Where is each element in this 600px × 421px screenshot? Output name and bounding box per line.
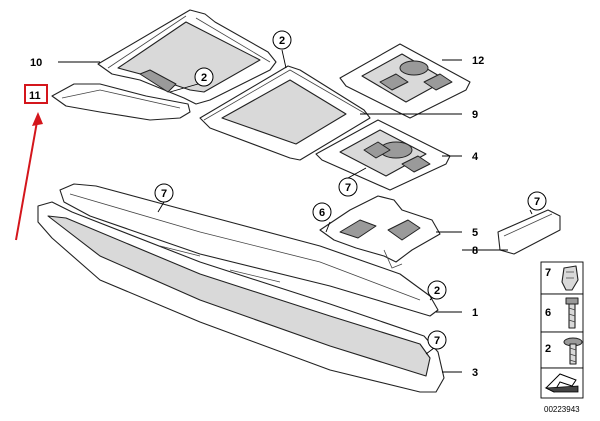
label-10: 10 (30, 57, 42, 69)
svg-text:2: 2 (279, 35, 285, 47)
svg-text:2: 2 (434, 285, 440, 297)
part-10-storage-frame (97, 9, 277, 105)
part-1-side-trim (59, 183, 439, 317)
svg-text:6: 6 (319, 207, 325, 219)
callout-2-top: 2 (272, 30, 292, 50)
label-8: 8 (472, 245, 478, 257)
part-9-frame (199, 65, 371, 161)
part-4-cupholder-trim (315, 119, 451, 191)
direction-arrow-icon (544, 373, 579, 393)
callout-6: 6 (312, 202, 332, 222)
leader-lines (58, 49, 533, 373)
clip-icon (561, 265, 579, 291)
part-5-bracket (319, 195, 441, 269)
svg-text:2: 2 (201, 72, 207, 84)
part-3-side-panel (37, 201, 445, 393)
label-3: 3 (472, 367, 478, 379)
legend-label-2: 2 (545, 343, 551, 355)
svg-text:7: 7 (161, 188, 167, 200)
svg-text:7: 7 (434, 335, 440, 347)
callout-7-panel: 7 (427, 330, 447, 350)
svg-text:7: 7 (345, 182, 351, 194)
screw-icon (565, 297, 579, 329)
legend-label-7: 7 (545, 267, 551, 279)
callout-2-side: 2 (427, 280, 447, 300)
red-arrow-icon (15, 112, 43, 241)
callout-7-cupholder: 7 (338, 177, 358, 197)
screw-washer-icon (563, 337, 583, 365)
part-11-side-cover (51, 83, 191, 121)
label-11: 11 (29, 90, 41, 102)
label-1: 1 (472, 307, 478, 319)
label-9: 9 (472, 109, 478, 121)
svg-text:7: 7 (534, 196, 540, 208)
label-5: 5 (472, 227, 478, 239)
label-12: 12 (472, 55, 484, 67)
part-8-cap (497, 209, 561, 255)
document-number: 00223943 (544, 405, 580, 414)
callout-7-cap: 7 (527, 191, 547, 211)
callout-7-trim: 7 (154, 183, 174, 203)
legend-label-6: 6 (545, 307, 551, 319)
fastener-legend: 7 6 2 (540, 261, 584, 399)
label-4: 4 (472, 151, 479, 163)
part-12-shifter-trim (339, 43, 471, 119)
highlight-box-11 (24, 84, 48, 104)
callout-2-frame: 2 (194, 67, 214, 87)
